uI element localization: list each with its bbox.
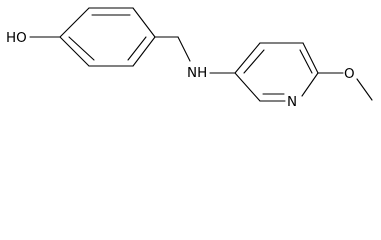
methylene-amine-bond: [177, 36, 191, 62]
pyridine-ring: [234, 42, 319, 102]
double-bond: [127, 36, 147, 61]
double-bond: [68, 36, 95, 61]
hydroxyl-label: HO: [6, 30, 27, 46]
methoxy-oxygen-label: O: [344, 66, 355, 82]
phenol-ring: [59, 7, 156, 67]
bond: [234, 72, 261, 102]
methyl-bond: [356, 78, 373, 101]
pyridine-nitrogen-label: N: [287, 94, 297, 110]
bond: [302, 42, 319, 74]
molecule-structure: HO NH N O: [6, 7, 373, 110]
bond: [234, 42, 261, 74]
bond: [132, 7, 156, 38]
bond: [301, 72, 319, 97]
bond: [59, 7, 90, 38]
amine-label: NH: [187, 65, 207, 81]
bond: [132, 36, 156, 67]
bond: [59, 36, 90, 67]
double-bond: [299, 49, 313, 74]
double-bond: [243, 49, 265, 74]
